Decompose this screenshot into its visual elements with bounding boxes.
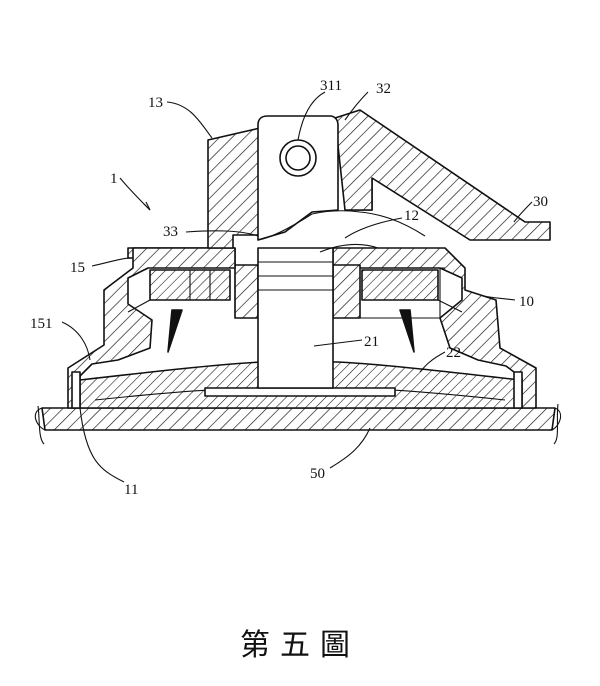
label-21: 21 <box>364 334 379 350</box>
label-22: 22 <box>446 345 461 361</box>
lever <box>258 110 550 252</box>
figure-caption: 第五圖 <box>0 620 600 664</box>
label-10: 10 <box>519 294 534 310</box>
base-plate <box>35 404 560 444</box>
label-1: 1 <box>110 171 118 187</box>
label-15: 15 <box>70 260 85 276</box>
pivot-pin <box>280 140 316 176</box>
label-32: 32 <box>376 81 391 97</box>
shaft <box>258 248 333 388</box>
label-30: 30 <box>533 194 548 210</box>
label-311: 311 <box>320 78 342 94</box>
label-11: 11 <box>124 482 138 498</box>
label-151: 151 <box>30 316 53 332</box>
label-12: 12 <box>404 208 419 224</box>
label-13: 13 <box>148 95 163 111</box>
label-33: 33 <box>163 224 178 240</box>
label-50: 50 <box>310 466 325 482</box>
